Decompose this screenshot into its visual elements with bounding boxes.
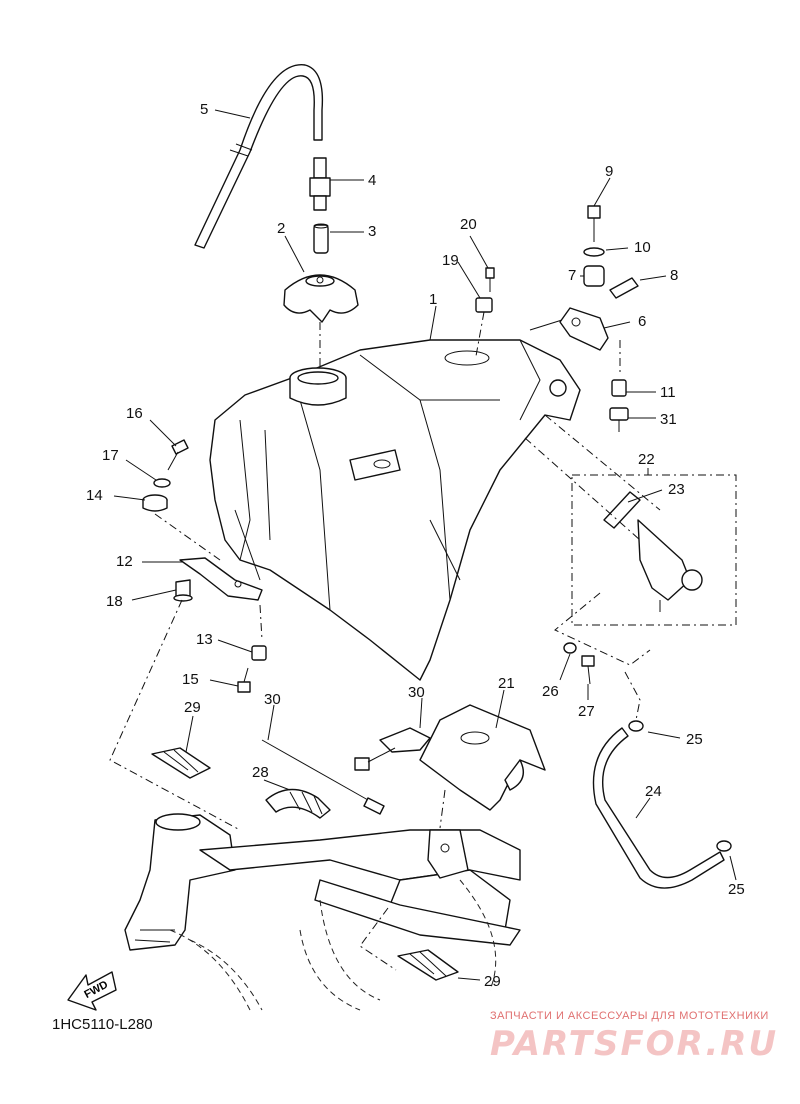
fuel-cock-group xyxy=(571,474,737,626)
callout-3: 3 xyxy=(368,223,376,240)
callout-6: 6 xyxy=(638,313,646,330)
band-30a xyxy=(261,739,385,815)
bolt-9 xyxy=(587,205,601,242)
bolt-16 xyxy=(167,439,189,471)
callout-16: 16 xyxy=(126,405,143,422)
callout-9: 9 xyxy=(605,163,613,180)
callout-12: 12 xyxy=(116,553,133,570)
callout-1: 1 xyxy=(429,291,437,308)
callout-13: 13 xyxy=(196,631,213,648)
callout-10: 10 xyxy=(634,239,651,256)
callout-30a: 30 xyxy=(264,691,281,708)
bracket-30b xyxy=(354,727,431,771)
callout-15: 15 xyxy=(182,671,199,688)
callout-21: 21 xyxy=(498,675,515,692)
callout-7: 7 xyxy=(568,267,576,284)
damper-14 xyxy=(142,494,168,512)
bolt-31 xyxy=(609,407,629,432)
protector-29b xyxy=(397,949,459,981)
callout-5: 5 xyxy=(200,101,208,118)
washer-10 xyxy=(583,247,605,257)
callout-4: 4 xyxy=(368,172,376,189)
callouts: 5 4 3 2 1 20 19 9 10 7 8 6 11 31 16 17 1… xyxy=(86,101,745,990)
bolt-20 xyxy=(485,267,495,292)
fuel-cap xyxy=(283,274,359,323)
breather-valve xyxy=(309,157,331,211)
callout-24: 24 xyxy=(645,783,662,800)
damper-7 xyxy=(583,265,605,287)
callout-29b: 29 xyxy=(484,973,501,990)
collar-19 xyxy=(475,297,493,313)
screw-27 xyxy=(581,655,595,685)
fuel-hose xyxy=(592,727,725,889)
callout-31: 31 xyxy=(660,411,677,428)
fwd-arrow: FWD xyxy=(67,971,117,1011)
fuel-tank xyxy=(209,339,581,681)
bracket-6 xyxy=(559,307,609,351)
callout-26: 26 xyxy=(542,683,559,700)
callout-17: 17 xyxy=(102,447,119,464)
watermark-logo: PARTSFOR.RU xyxy=(490,1024,779,1064)
washer-17 xyxy=(153,478,171,488)
pipe xyxy=(313,223,329,254)
callout-23: 23 xyxy=(668,481,685,498)
diagram-code: 1HC5110-L280 xyxy=(52,1016,153,1033)
callout-20: 20 xyxy=(460,216,477,233)
watermark-tagline: ЗАПЧАСТИ И АКСЕССУАРЫ ДЛЯ МОТОТЕХНИКИ xyxy=(490,1010,769,1022)
clip-25a xyxy=(628,720,644,732)
clip-25b xyxy=(716,840,732,852)
damper-28 xyxy=(265,788,331,819)
callout-8: 8 xyxy=(670,267,678,284)
collar-13 xyxy=(251,645,267,661)
callout-14: 14 xyxy=(86,487,103,504)
callout-25b: 25 xyxy=(728,881,745,898)
callout-28: 28 xyxy=(252,764,269,781)
callout-29a: 29 xyxy=(184,699,201,716)
callout-27: 27 xyxy=(578,703,595,720)
collar-11 xyxy=(611,379,627,397)
callout-2: 2 xyxy=(277,220,285,237)
vent-hose xyxy=(194,64,324,249)
collar-18 xyxy=(173,579,193,602)
bolt-15 xyxy=(237,667,251,693)
callout-30b: 30 xyxy=(408,684,425,701)
protector-29a xyxy=(151,747,211,779)
callout-25a: 25 xyxy=(686,731,703,748)
holder-21 xyxy=(419,704,546,811)
leader-lines xyxy=(113,109,737,981)
bolt-8 xyxy=(609,277,639,299)
callout-19: 19 xyxy=(442,252,459,269)
callout-11: 11 xyxy=(660,384,676,401)
callout-18: 18 xyxy=(106,593,123,610)
frame-assembly xyxy=(124,813,521,1011)
bracket-12 xyxy=(179,557,263,601)
callout-22: 22 xyxy=(638,451,655,468)
washer-26 xyxy=(563,642,577,654)
